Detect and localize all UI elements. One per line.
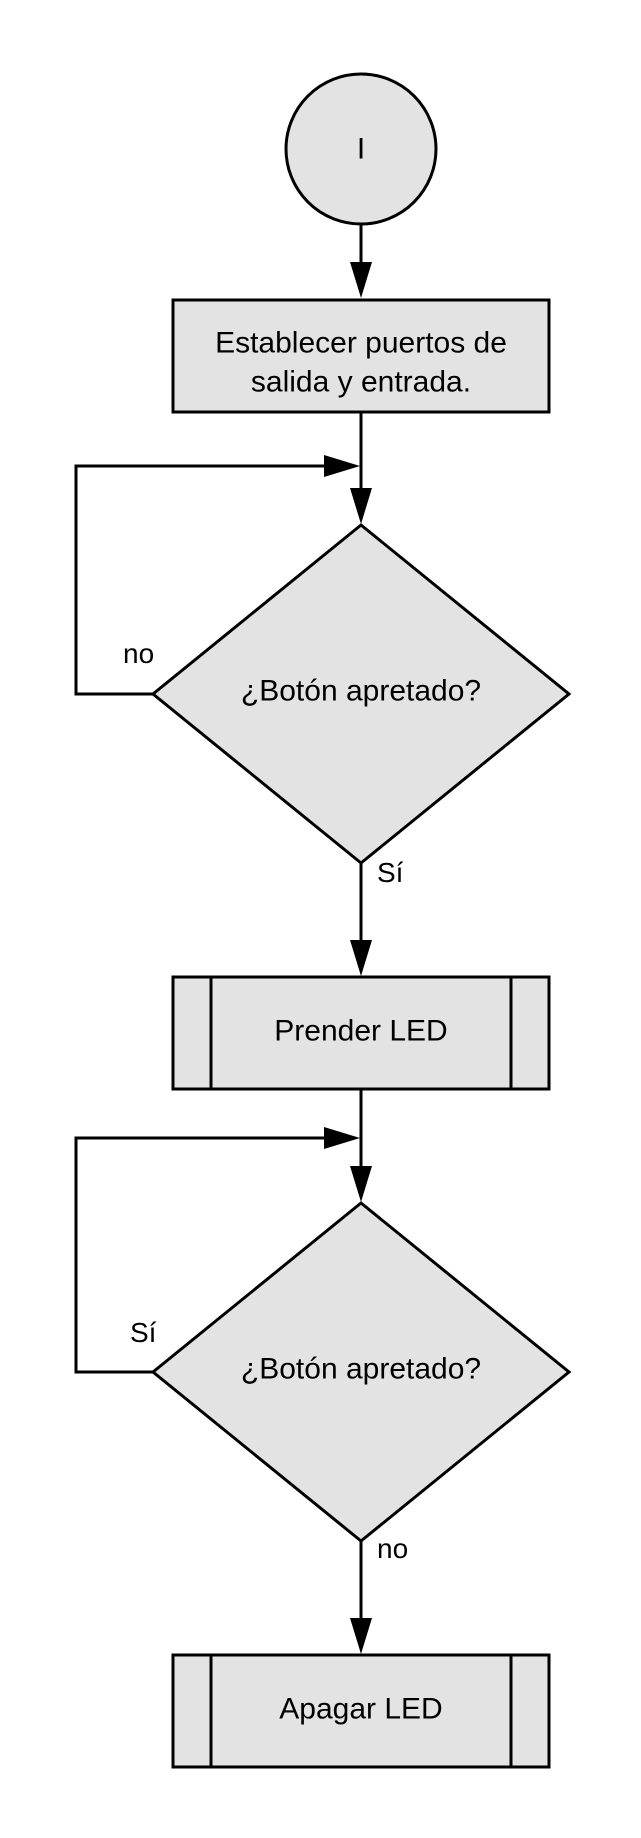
edge-setup-to-decision1 — [350, 412, 372, 524]
setup-label-line2: salida y entrada. — [251, 366, 471, 399]
decision2-label: ¿Botón apretado? — [241, 1353, 481, 1386]
edge-decision1-no-loop: no — [74, 455, 360, 696]
process2-node: Apagar LED — [171, 1653, 551, 1769]
arrowhead — [350, 1618, 372, 1654]
decision1-yes-label: Sí — [377, 857, 404, 888]
start-node: I — [284, 72, 438, 226]
setup-node: Establecer puertos de salida y entrada. — [171, 298, 551, 414]
edge-decision2-yes-loop: Sí — [74, 1127, 360, 1374]
process1-node: Prender LED — [171, 975, 551, 1091]
arrowhead — [350, 488, 372, 524]
decision1-node: ¿Botón apretado? — [150, 523, 572, 865]
edge-decision2-no: no — [350, 1533, 408, 1654]
decision2-yes-label: Sí — [130, 1317, 157, 1348]
decision1-label: ¿Botón apretado? — [241, 675, 481, 708]
process2-label: Apagar LED — [279, 1693, 442, 1726]
setup-label-line1: Establecer puertos de — [215, 327, 507, 360]
setup-box — [171, 298, 551, 414]
process2-box — [171, 1653, 551, 1769]
edge-decision1-yes: Sí — [350, 857, 404, 976]
edge-start-to-setup — [350, 224, 372, 298]
start-label: I — [357, 133, 365, 166]
arrowhead — [324, 1127, 360, 1149]
arrowhead — [350, 940, 372, 976]
process1-label: Prender LED — [274, 1015, 447, 1048]
arrowhead — [350, 262, 372, 298]
process1-box — [171, 975, 551, 1091]
decision1-no-label: no — [123, 638, 154, 669]
edge-process1-to-decision2 — [350, 1089, 372, 1202]
arrowhead — [350, 1166, 372, 1202]
arrowhead — [324, 455, 360, 477]
decision2-no-label: no — [377, 1533, 408, 1564]
decision2-node: ¿Botón apretado? — [150, 1201, 572, 1543]
